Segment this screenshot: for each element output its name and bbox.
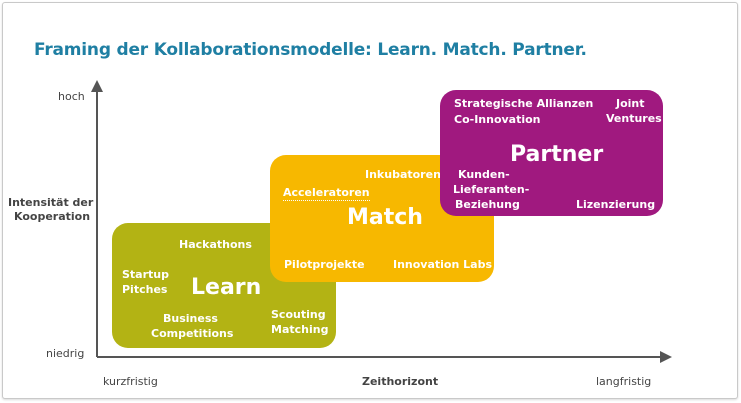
y-axis-label-line2: Kooperation: [14, 210, 91, 223]
learn-item-scouting-2: Matching: [271, 323, 329, 336]
learn-item-business-1: Business: [163, 312, 218, 325]
learn-title: Learn: [191, 275, 262, 300]
learn-item-startup-2: Pitches: [122, 283, 168, 296]
x-axis-short: kurzfristig: [103, 375, 158, 388]
learn-item-scouting-1: Scouting: [271, 308, 326, 321]
partner-item-joint-2: Ventures: [606, 112, 662, 125]
partner-box: [440, 90, 663, 216]
x-axis-arrow: [660, 351, 672, 363]
partner-item-joint-1: Joint: [616, 97, 645, 110]
y-axis-low: niedrig: [46, 347, 85, 360]
diagram-title: Framing der Kollaborationsmodelle: Learn…: [34, 40, 587, 60]
y-axis-arrow: [91, 80, 103, 92]
y-axis-label-line1: Intensität der: [8, 196, 94, 209]
learn-item-business-2: Competitions: [151, 327, 234, 340]
partner-item-lizenzierung: Lizenzierung: [576, 198, 656, 211]
match-title: Match: [347, 205, 423, 230]
learn-item-startup-1: Startup: [122, 268, 169, 281]
partner-item-kunden-1: Kunden-: [458, 168, 510, 181]
match-item-pilotprojekte: Pilotprojekte: [284, 258, 365, 271]
x-axis-long: langfristig: [596, 375, 652, 388]
partner-item-kunden-2: Lieferanten-: [453, 183, 530, 196]
partner-item-kunden-3: Beziehung: [455, 198, 520, 211]
match-item-inkubatoren: Inkubatoren: [365, 168, 441, 181]
match-item-accelerators: Acceleratoren: [283, 186, 370, 201]
partner-item-coinnovation: Co-Innovation: [454, 113, 541, 126]
learn-item-hackathons: Hackathons: [179, 238, 252, 251]
partner-title: Partner: [510, 142, 604, 167]
y-axis-high: hoch: [58, 90, 85, 103]
partner-item-allianzen: Strategische Allianzen: [454, 97, 594, 110]
x-axis-label: Zeithorizont: [362, 375, 439, 388]
match-item-innovation-labs: Innovation Labs: [393, 258, 493, 271]
